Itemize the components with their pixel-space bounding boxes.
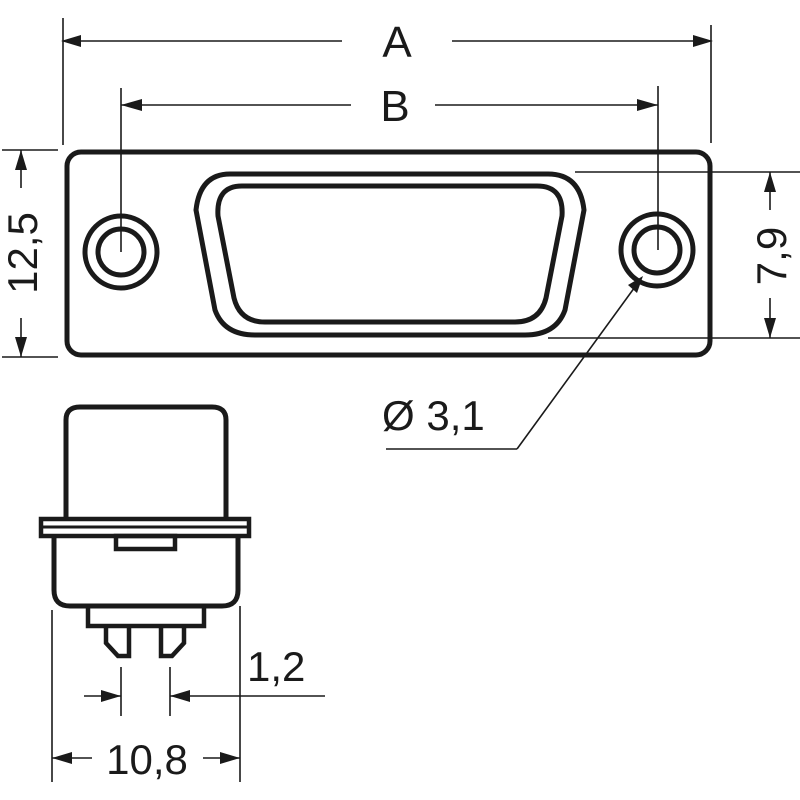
shell-height-label: 7,9	[748, 227, 795, 285]
dimension-b-label: B	[380, 82, 409, 131]
dimension-hole-diameter: Ø 3,1	[382, 276, 643, 450]
side-tab	[113, 533, 178, 552]
hole-diameter-label: Ø 3,1	[382, 392, 485, 439]
dimension-pin-width: 1,2	[84, 643, 325, 716]
right-hole-outer	[618, 211, 696, 289]
dimension-a-label: A	[382, 18, 412, 67]
side-pin-left	[103, 626, 132, 659]
side-shell-top	[63, 404, 229, 520]
d-shell-outer	[193, 171, 587, 338]
side-pin-base	[85, 603, 207, 629]
body-depth-label: 10,8	[106, 736, 188, 783]
dimension-flange-height: 12,5	[0, 149, 58, 358]
d-shell-inner	[215, 183, 565, 325]
side-pin-right	[158, 626, 187, 659]
right-hole-inner	[631, 224, 683, 276]
dimension-b: B	[120, 82, 659, 252]
dimension-body-depth: 10,8	[51, 606, 241, 783]
flange-height-label: 12,5	[0, 212, 46, 294]
pin-width-label: 1,2	[247, 643, 305, 690]
dimension-shell-height: 7,9	[548, 171, 800, 339]
side-rear-body	[51, 536, 241, 609]
front-view	[64, 149, 713, 358]
flange-outline	[64, 149, 713, 358]
side-view	[38, 404, 252, 659]
dimension-a: A	[61, 18, 713, 145]
